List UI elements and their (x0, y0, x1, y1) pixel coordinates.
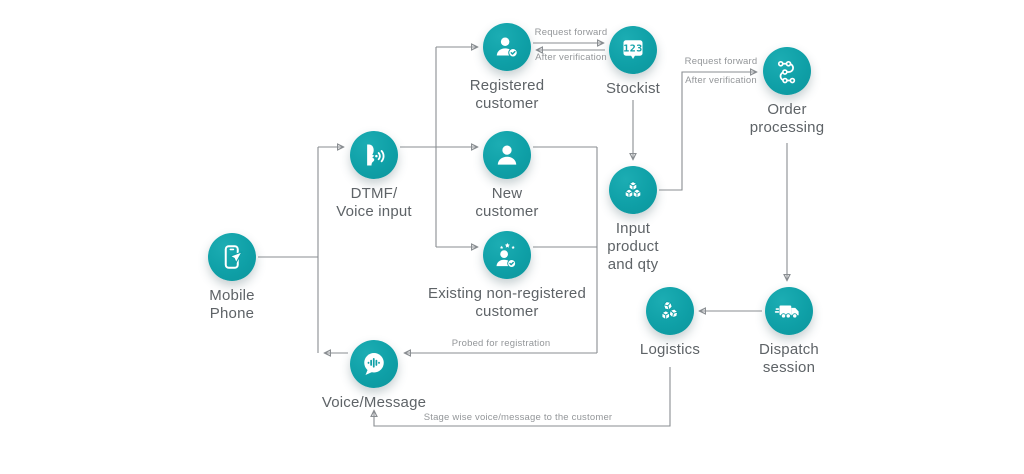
node-stockist: 123 Stockist (533, 26, 733, 98)
node-circle (350, 131, 398, 179)
node-circle: 123 (609, 26, 657, 74)
process-flow-icon (777, 60, 796, 84)
parcel-boxes-icon (661, 301, 679, 320)
person-icon (497, 145, 517, 165)
node-label: Input product and qty (607, 220, 659, 273)
node-registered-customer: Registered customer (407, 23, 607, 113)
node-circle (483, 23, 531, 71)
node-circle (765, 287, 813, 335)
node-label: Mobile Phone (209, 287, 255, 322)
node-label: Stockist (605, 80, 661, 97)
node-circle (483, 231, 531, 279)
delivery-truck-icon (774, 305, 799, 319)
node-circle (609, 166, 657, 214)
stockist-icon-text: 123 (623, 43, 643, 54)
edge-label-probed-for-registration: Probed for registration (451, 338, 551, 349)
person-stars-check-icon (496, 242, 516, 268)
phone-send-icon (224, 245, 243, 269)
node-circle (646, 287, 694, 335)
node-label: DTMF/ Voice input (336, 185, 412, 220)
node-existing-non-registered-customer: Existing non-registered customer (407, 231, 607, 321)
node-dispatch-session: Dispatch session (689, 287, 889, 377)
node-circle (208, 233, 256, 281)
node-label: Existing non-registered customer (427, 285, 586, 320)
person-check-icon (496, 37, 518, 58)
node-dtmf-voice-input: DTMF/ Voice input (274, 131, 474, 221)
node-label: Dispatch session (759, 341, 819, 376)
node-label: Voice/Message (321, 394, 427, 411)
node-label: Logistics (639, 341, 701, 358)
node-logistics: Logistics (570, 287, 770, 359)
node-input-product-and-qty: Input product and qty (533, 166, 733, 274)
edge-label-after-verification-top: After verification (535, 52, 607, 63)
node-mobile-phone: Mobile Phone (132, 233, 332, 323)
edge-label-stage-wise-message: Stage wise voice/message to the customer (423, 412, 613, 423)
node-label: Order processing (749, 101, 825, 136)
node-voice-message: Voice/Message (274, 340, 474, 412)
voice-bubble-icon (364, 353, 384, 375)
node-new-customer: New customer (407, 131, 607, 221)
edge-label-after-verification-right: After verification (685, 75, 757, 86)
node-circle (763, 47, 811, 95)
node-circle (350, 340, 398, 388)
edge-label-request-forward-top: Request forward (534, 27, 608, 38)
edge-label-request-forward-right: Request forward (684, 56, 758, 67)
node-order-processing: Order processing (687, 47, 887, 137)
cubes-icon (624, 181, 642, 199)
node-label: Registered customer (469, 77, 545, 112)
numeric-chat-bubble-icon: 123 (623, 40, 643, 59)
node-label: New customer (475, 185, 539, 220)
node-circle (483, 131, 531, 179)
speaking-face-icon (367, 144, 385, 166)
